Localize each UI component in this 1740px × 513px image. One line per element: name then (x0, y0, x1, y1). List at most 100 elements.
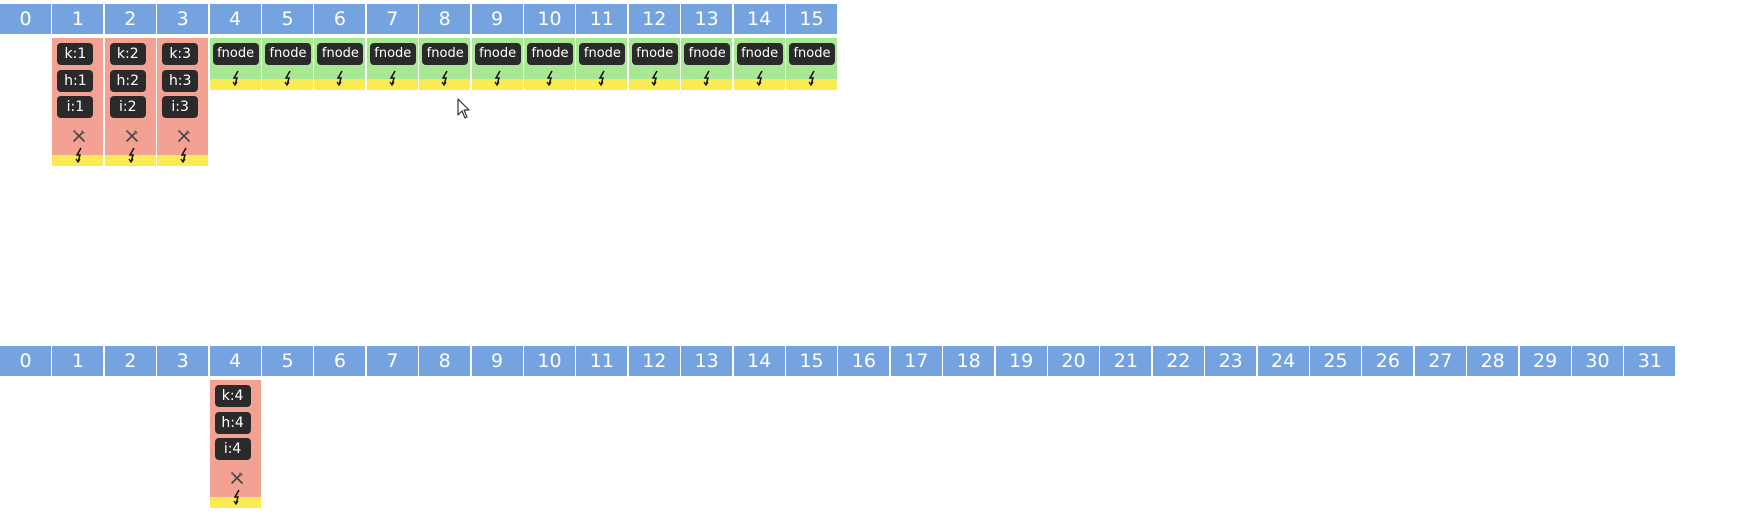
entry-bucket-4: k:4 h:4 i:4 (209, 380, 261, 508)
lightning-bolt-icon[interactable] (281, 70, 297, 86)
fnode-bucket-12: fnode (628, 38, 680, 90)
index-cell-14[interactable]: 14 (733, 4, 786, 34)
index-cell-24[interactable]: 24 (1257, 346, 1310, 376)
forwarding-node-chip[interactable]: fnode (369, 43, 416, 65)
index-cell-12[interactable]: 12 (628, 346, 681, 376)
forwarding-node-chip[interactable]: fnode (527, 43, 573, 65)
index-cell-2[interactable]: 2 (104, 4, 157, 34)
index-cell-31[interactable]: 31 (1624, 346, 1677, 376)
index-cell-11[interactable]: 11 (576, 4, 629, 34)
forwarding-node-chip[interactable]: fnode (212, 43, 259, 65)
index-cell-11[interactable]: 11 (576, 346, 629, 376)
index-cell-8[interactable]: 8 (419, 4, 472, 34)
item-chip[interactable]: i:3 (162, 96, 199, 118)
index-cell-22[interactable]: 22 (1152, 346, 1205, 376)
lightning-bolt-icon[interactable] (125, 147, 141, 163)
lightning-bolt-icon[interactable] (177, 147, 193, 163)
lightning-bolt-icon[interactable] (491, 70, 507, 86)
crossed-tools-icon[interactable] (229, 470, 245, 486)
lightning-bolt-icon[interactable] (805, 70, 821, 86)
index-cell-7[interactable]: 7 (366, 346, 419, 376)
index-cell-14[interactable]: 14 (733, 346, 786, 376)
key-chip[interactable]: k:3 (162, 43, 199, 65)
key-chip[interactable]: k:4 (214, 385, 251, 407)
lightning-bolt-icon[interactable] (438, 70, 454, 86)
hash-chip[interactable]: h:1 (57, 69, 94, 92)
forwarding-node-chip[interactable]: fnode (422, 43, 469, 65)
index-cell-12[interactable]: 12 (628, 4, 681, 34)
index-cell-5[interactable]: 5 (262, 4, 314, 34)
lightning-bolt-icon[interactable] (333, 70, 349, 86)
entry-bucket-3: k:3 h:3 i:3 (157, 38, 209, 166)
index-cell-20[interactable]: 20 (1048, 346, 1100, 376)
fnode-bucket-5: fnode (262, 38, 313, 90)
forwarding-node-chip[interactable]: fnode (736, 43, 783, 65)
index-cell-1[interactable]: 1 (52, 4, 105, 34)
key-chip[interactable]: k:1 (57, 43, 94, 65)
key-chip[interactable]: k:2 (109, 43, 146, 65)
index-cell-16[interactable]: 16 (838, 346, 891, 376)
lightning-bolt-icon[interactable] (386, 70, 402, 86)
index-cell-6[interactable]: 6 (314, 4, 367, 34)
crossed-tools-icon[interactable] (71, 128, 87, 144)
index-cell-6[interactable]: 6 (314, 346, 367, 376)
index-cell-5[interactable]: 5 (262, 346, 314, 376)
index-cell-9[interactable]: 9 (471, 4, 524, 34)
lightning-bolt-icon[interactable] (700, 70, 716, 86)
hash-chip[interactable]: h:4 (214, 411, 251, 434)
crossed-tools-icon[interactable] (176, 128, 192, 144)
index-cell-3[interactable]: 3 (157, 4, 210, 34)
fnode-bucket-11: fnode (576, 38, 628, 90)
index-cell-4[interactable]: 4 (209, 346, 262, 376)
index-cell-0[interactable]: 0 (0, 346, 52, 376)
index-cell-19[interactable]: 19 (995, 346, 1048, 376)
forwarding-node-chip[interactable]: fnode (631, 43, 678, 65)
forwarding-node-chip[interactable]: fnode (265, 43, 311, 65)
index-cell-21[interactable]: 21 (1100, 346, 1153, 376)
index-cell-10[interactable]: 10 (524, 4, 576, 34)
forwarding-node-chip[interactable]: fnode (317, 43, 364, 65)
crossed-tools-icon[interactable] (124, 128, 140, 144)
index-cell-9[interactable]: 9 (471, 346, 524, 376)
index-cell-4[interactable]: 4 (209, 4, 262, 34)
index-cell-8[interactable]: 8 (419, 346, 472, 376)
index-cell-10[interactable]: 10 (524, 346, 576, 376)
forwarding-node-chip[interactable]: fnode (789, 43, 835, 65)
index-cell-3[interactable]: 3 (157, 346, 210, 376)
forwarding-node-chip[interactable]: fnode (579, 43, 626, 65)
index-cell-2[interactable]: 2 (104, 346, 157, 376)
index-cell-18[interactable]: 18 (943, 346, 996, 376)
forwarding-node-chip[interactable]: fnode (684, 43, 731, 65)
item-chip[interactable]: i:2 (109, 96, 146, 118)
lightning-bolt-icon[interactable] (229, 70, 245, 86)
index-cell-27[interactable]: 27 (1414, 346, 1467, 376)
index-cell-13[interactable]: 13 (681, 4, 734, 34)
fnode-bucket-15: fnode (786, 38, 837, 90)
index-cell-23[interactable]: 23 (1205, 346, 1258, 376)
lightning-bolt-icon[interactable] (753, 70, 769, 86)
index-cell-13[interactable]: 13 (681, 346, 734, 376)
hash-chip[interactable]: h:2 (109, 69, 146, 92)
index-cell-15[interactable]: 15 (786, 346, 838, 376)
index-cell-15[interactable]: 15 (786, 4, 838, 34)
index-cell-17[interactable]: 17 (890, 346, 943, 376)
entry-bucket-1: k:1 h:1 i:1 (52, 38, 104, 166)
item-chip[interactable]: i:4 (214, 438, 251, 460)
index-cell-26[interactable]: 26 (1362, 346, 1415, 376)
lightning-bolt-icon[interactable] (72, 147, 88, 163)
hash-chip[interactable]: h:3 (162, 69, 199, 92)
index-cell-29[interactable]: 29 (1519, 346, 1572, 376)
forwarding-node-chip[interactable]: fnode (474, 43, 521, 65)
index-cell-7[interactable]: 7 (366, 4, 419, 34)
index-cell-1[interactable]: 1 (52, 346, 105, 376)
item-chip[interactable]: i:1 (57, 96, 94, 118)
lightning-bolt-icon[interactable] (543, 70, 559, 86)
index-cell-28[interactable]: 28 (1467, 346, 1520, 376)
lightning-bolt-icon[interactable] (595, 70, 611, 86)
index-cell-30[interactable]: 30 (1572, 346, 1624, 376)
index-cell-0[interactable]: 0 (0, 4, 52, 34)
lightning-bolt-icon[interactable] (648, 70, 664, 86)
fnode-bucket-14: fnode (733, 38, 785, 90)
lightning-bolt-icon[interactable] (230, 489, 246, 505)
index-cell-25[interactable]: 25 (1310, 346, 1362, 376)
